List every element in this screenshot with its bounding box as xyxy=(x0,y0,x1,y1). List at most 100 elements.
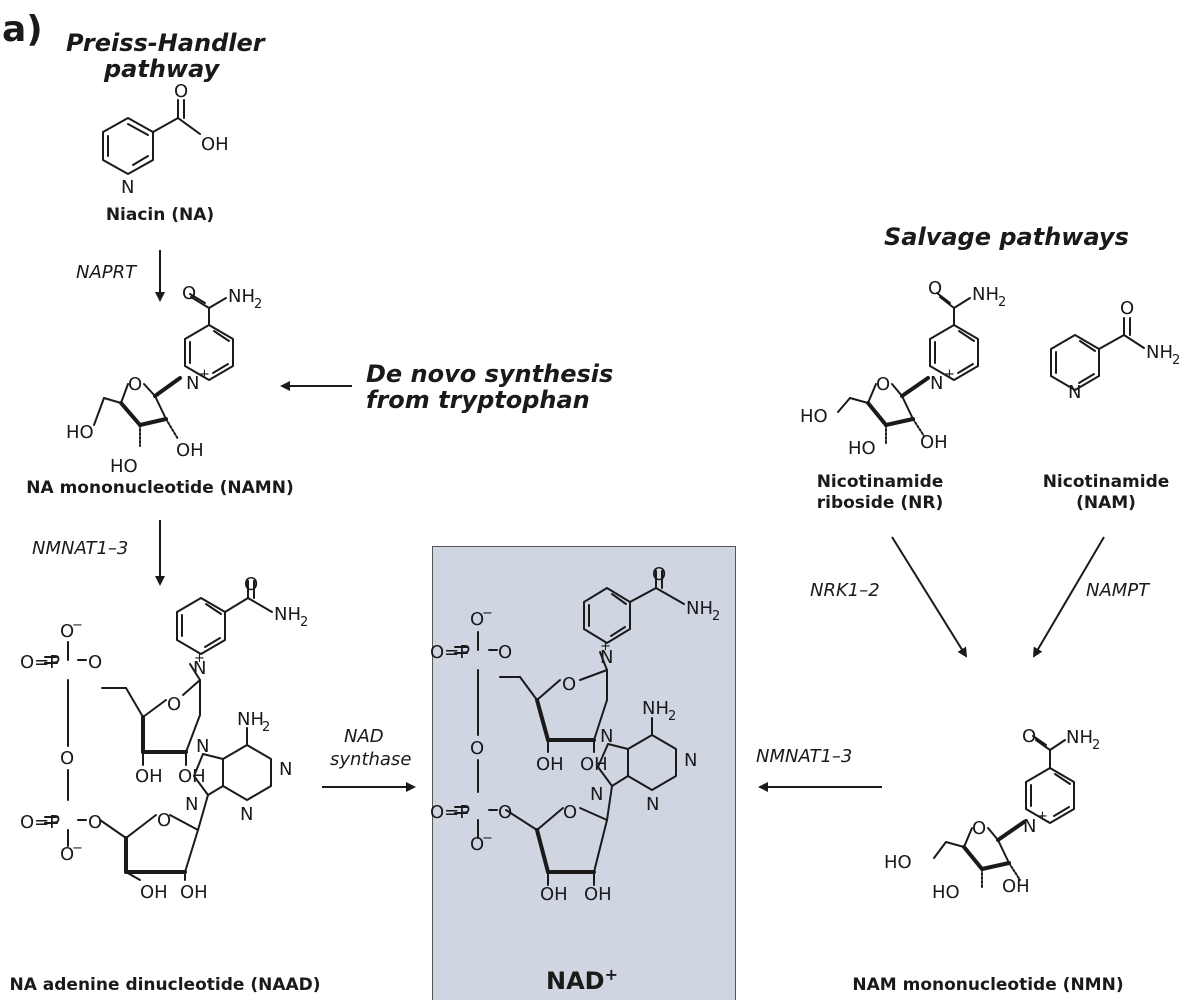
svg-text:NH: NH xyxy=(1146,342,1173,363)
svg-text:OH: OH xyxy=(140,882,168,903)
svg-text:NH: NH xyxy=(228,286,255,307)
svg-text:O: O xyxy=(1022,726,1036,747)
preiss-handler-title-line2: pathway xyxy=(104,55,220,83)
svg-text:N: N xyxy=(186,373,199,394)
nmn-label: NAM mononucleotide (NMN) xyxy=(852,975,1124,995)
svg-text:2: 2 xyxy=(668,709,676,724)
svg-text:O: O xyxy=(157,810,171,831)
svg-text:+: + xyxy=(944,367,955,382)
svg-text:NH: NH xyxy=(274,604,301,625)
svg-text:O: O xyxy=(88,812,102,833)
nam-structure xyxy=(1050,317,1145,391)
enzyme-nad-synthase-line2: synthase xyxy=(330,749,412,770)
svg-text:N: N xyxy=(930,373,943,394)
svg-text:O: O xyxy=(498,642,512,663)
nr-structure xyxy=(837,292,979,445)
svg-text:O: O xyxy=(167,694,181,715)
enzyme-nmnat-left: NMNAT1–3 xyxy=(32,538,129,559)
nad-structure xyxy=(454,570,685,886)
svg-text:O: O xyxy=(174,81,188,102)
svg-text:O: O xyxy=(60,844,74,865)
namn-structure xyxy=(93,293,234,447)
svg-text:N: N xyxy=(196,736,209,757)
svg-text:N: N xyxy=(1023,816,1036,837)
nad-label-charge: + xyxy=(604,965,618,984)
svg-text:−: − xyxy=(72,618,83,633)
enzyme-naprt: NAPRT xyxy=(76,262,137,283)
svg-text:N: N xyxy=(240,804,253,825)
enzyme-nrk: NRK1–2 xyxy=(810,580,880,601)
svg-text:O: O xyxy=(60,748,74,769)
svg-text:OH: OH xyxy=(584,884,612,905)
svg-text:OH: OH xyxy=(920,432,948,453)
svg-text:N: N xyxy=(1068,382,1081,403)
svg-text:2: 2 xyxy=(998,295,1006,310)
de-novo-title-line1: De novo synthesis xyxy=(366,360,614,388)
svg-text:HO: HO xyxy=(110,456,138,477)
svg-text:+: + xyxy=(194,651,205,666)
svg-text:NH: NH xyxy=(642,698,669,719)
svg-text:O: O xyxy=(562,674,576,695)
svg-text:N: N xyxy=(590,784,603,805)
namn-label: NA mononucleotide (NAMN) xyxy=(26,478,294,498)
svg-text:O: O xyxy=(60,621,74,642)
svg-text:OH: OH xyxy=(135,766,163,787)
svg-text:2: 2 xyxy=(254,297,262,312)
salvage-title: Salvage pathways xyxy=(884,223,1129,251)
svg-text:O: O xyxy=(652,564,666,585)
svg-text:O: O xyxy=(928,278,942,299)
preiss-handler-title-line1: Preiss-Handler xyxy=(66,29,265,57)
nam-label-line1: Nicotinamide xyxy=(1042,472,1170,492)
svg-text:OH: OH xyxy=(1002,876,1030,897)
svg-text:O=P: O=P xyxy=(430,642,470,663)
svg-text:2: 2 xyxy=(262,720,270,735)
svg-text:HO: HO xyxy=(932,882,960,903)
svg-text:O: O xyxy=(244,574,258,595)
nad-label-text: NAD xyxy=(546,967,605,995)
svg-text:OH: OH xyxy=(580,754,608,775)
svg-text:HO: HO xyxy=(848,438,876,459)
svg-text:2: 2 xyxy=(1172,353,1180,368)
nr-label-line2: riboside (NR) xyxy=(816,493,944,513)
svg-text:OH: OH xyxy=(180,882,208,903)
svg-text:NH: NH xyxy=(686,598,713,619)
svg-text:2: 2 xyxy=(300,615,308,630)
svg-text:O=P: O=P xyxy=(430,802,470,823)
svg-text:NH: NH xyxy=(972,284,999,305)
svg-text:O: O xyxy=(876,374,890,395)
svg-text:HO: HO xyxy=(800,406,828,427)
reaction-arrows xyxy=(155,250,1105,792)
svg-text:+: + xyxy=(199,367,210,382)
svg-text:−: − xyxy=(482,606,493,621)
svg-text:2: 2 xyxy=(712,609,720,624)
svg-text:+: + xyxy=(600,639,611,654)
svg-text:O: O xyxy=(182,283,196,304)
panel-label: a) xyxy=(2,9,43,50)
svg-text:N: N xyxy=(193,658,206,679)
naad-label: NA adenine dinucleotide (NAAD) xyxy=(9,975,321,995)
svg-text:O: O xyxy=(128,374,142,395)
svg-text:OH: OH xyxy=(176,440,204,461)
svg-text:N: N xyxy=(684,750,697,771)
svg-text:O: O xyxy=(972,818,986,839)
arrow-nampt xyxy=(1032,536,1105,658)
svg-text:O: O xyxy=(1120,298,1134,319)
enzyme-nad-synthase-line1: NAD xyxy=(344,726,384,747)
svg-text:NH: NH xyxy=(1066,727,1093,748)
nr-label-line1: Nicotinamide xyxy=(816,472,944,492)
svg-text:OH: OH xyxy=(201,134,229,155)
niacin-label: Niacin (NA) xyxy=(105,205,215,225)
svg-text:O: O xyxy=(498,802,512,823)
de-novo-title-line2: from tryptophan xyxy=(366,386,590,414)
svg-text:N: N xyxy=(600,726,613,747)
svg-text:N: N xyxy=(185,794,198,815)
svg-text:HO: HO xyxy=(884,852,912,873)
svg-text:O: O xyxy=(563,802,577,823)
svg-text:O: O xyxy=(470,609,484,630)
arrow-nrk xyxy=(891,536,968,658)
svg-text:NH: NH xyxy=(237,709,264,730)
svg-text:O: O xyxy=(88,652,102,673)
